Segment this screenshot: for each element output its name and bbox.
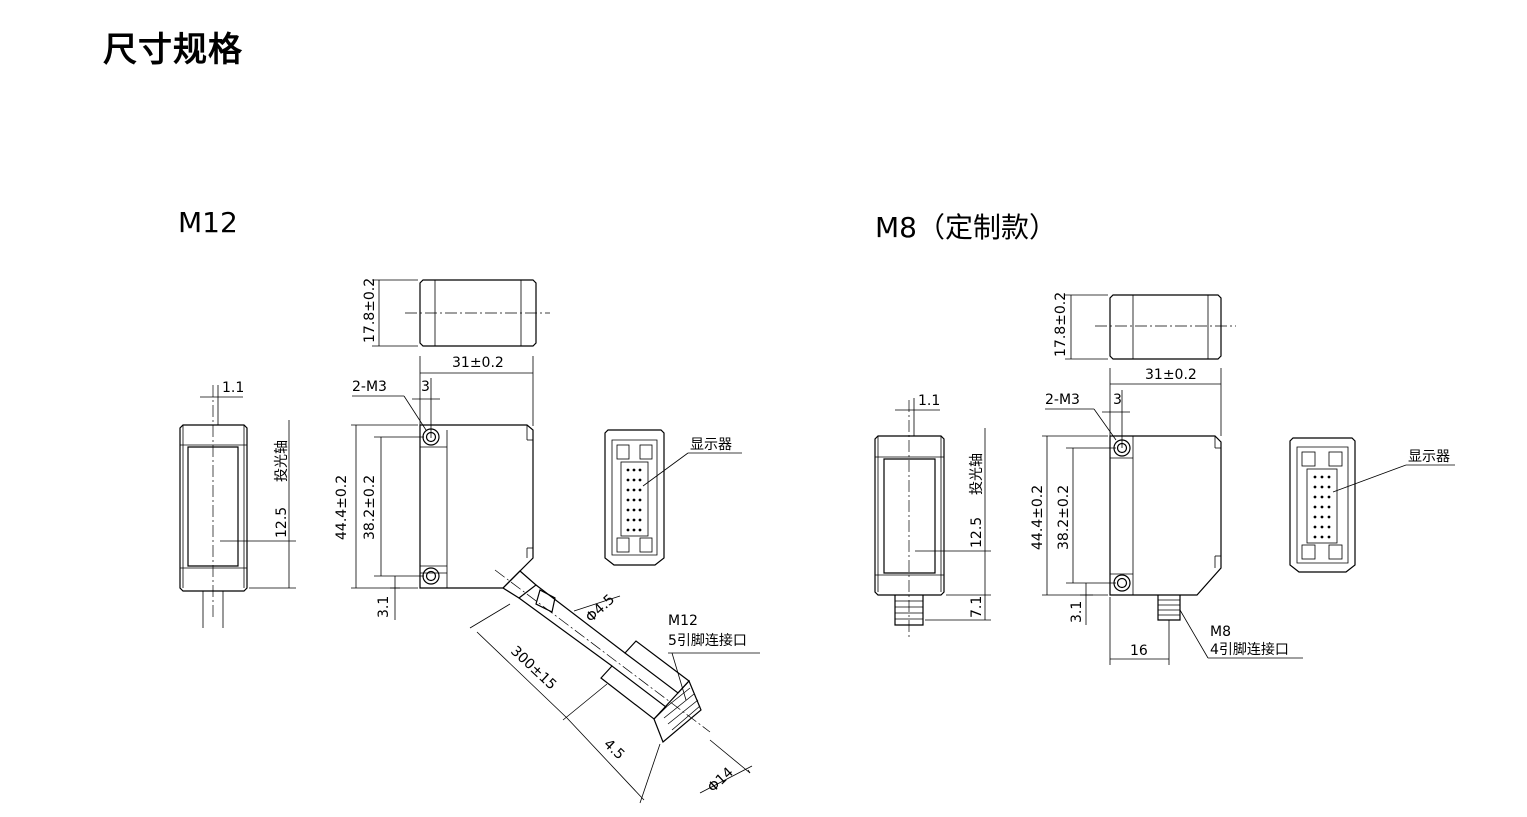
m12-dim-phi-4-5: Φ4.5 xyxy=(583,592,618,626)
m12-dim-44-4: 44.4±0.2 xyxy=(334,475,350,540)
m12-dim-12-5: 12.5 xyxy=(274,507,290,538)
section-title-m8: M8（定制款） xyxy=(875,211,1057,244)
m12-dim-38-2: 38.2±0.2 xyxy=(362,475,378,540)
m12-dim-31: 31±0.2 xyxy=(452,355,504,371)
m8-axis-label: 投光轴 xyxy=(969,453,985,495)
m12-dim-phi-14: Φ14 xyxy=(705,764,737,795)
m12-display-label: 显示器 xyxy=(690,437,732,453)
m8-side-view xyxy=(874,400,945,640)
section-title-m12: M12 xyxy=(178,206,238,239)
m8-hole-label: 2-M3 xyxy=(1045,392,1080,408)
m12-drawing: 17.8±0.2 31±0.2 2-M3 3 xyxy=(179,278,760,804)
m8-dim-7-1: 7.1 xyxy=(969,596,985,618)
m12-dim-1-1: 1.1 xyxy=(222,380,244,396)
m12-display-dots xyxy=(626,468,642,532)
m12-rear-view xyxy=(604,429,665,566)
m8-display-dots xyxy=(1313,475,1331,539)
m12-top-view: 17.8±0.2 xyxy=(362,278,550,347)
m8-front-view xyxy=(1109,435,1222,621)
m8-dim-44-4: 44.4±0.2 xyxy=(1030,485,1046,550)
m8-connector-type: M8 xyxy=(1210,624,1231,640)
m8-dim-17-8: 17.8±0.2 xyxy=(1053,292,1069,357)
m8-dim-16: 16 xyxy=(1130,643,1148,659)
m12-front-view xyxy=(419,424,537,599)
m8-dim-31: 31±0.2 xyxy=(1145,367,1197,383)
m8-display-label: 显示器 xyxy=(1408,449,1450,465)
m8-dim-3: 3 xyxy=(1113,392,1122,408)
m12-connector-desc: 5引脚连接口 xyxy=(668,632,747,649)
m12-dim-4-5: 4.5 xyxy=(600,736,627,763)
m8-dim-1-1: 1.1 xyxy=(918,393,940,409)
m12-connector-type: M12 xyxy=(668,613,698,629)
m8-dim-12-5: 12.5 xyxy=(969,517,985,548)
m12-hole-label: 2-M3 xyxy=(352,379,387,395)
m8-connector-desc: 4引脚连接口 xyxy=(1210,641,1289,658)
m12-dim-17-8: 17.8±0.2 xyxy=(362,278,378,343)
m12-side-view xyxy=(179,385,248,628)
m12-dim-3-1: 3.1 xyxy=(376,596,392,618)
m8-dim-38-2: 38.2±0.2 xyxy=(1056,485,1072,550)
m12-axis-label: 投光轴 xyxy=(274,440,290,482)
m8-drawing: 17.8±0.2 31±0.2 2-M3 3 xyxy=(874,292,1455,665)
page-title: 尺寸规格 xyxy=(103,30,243,70)
m12-cable xyxy=(494,569,711,743)
m8-rear-view xyxy=(1289,437,1356,573)
m8-dim-3-1: 3.1 xyxy=(1069,601,1085,623)
m12-dim-3: 3 xyxy=(421,379,430,395)
m8-top-view: 17.8±0.2 xyxy=(1053,292,1236,360)
